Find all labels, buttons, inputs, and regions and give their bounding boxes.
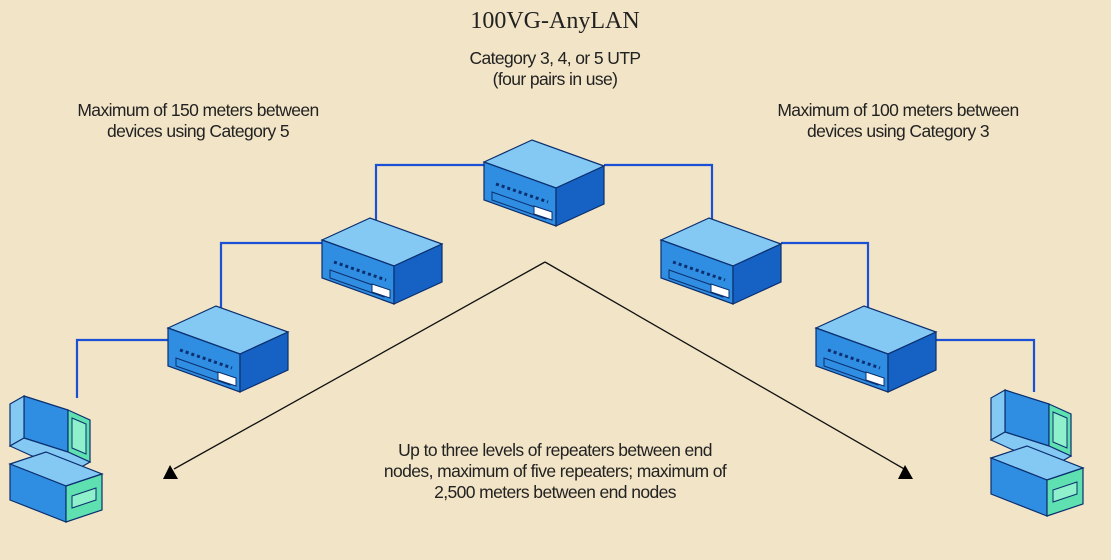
cable-left-l2 [219,241,322,312]
left-note-line: devices using Category 5 [106,121,290,141]
subtitle-line: (four pairs in use) [492,69,618,89]
bottom-note: Up to three levels of repeaters between … [285,440,825,503]
cable-right-pc [936,338,1036,392]
hub-icon [482,138,606,228]
right-note-line: devices using Category 3 [806,121,990,141]
hub-icon [166,304,290,394]
bottom-note-line: nodes, maximum of five repeaters; maximu… [383,461,727,481]
computer-icon [990,389,1084,517]
diagram-subtitle: Category 3, 4, or 5 UTP (four pairs in u… [380,48,730,90]
computer-icon [9,395,103,523]
cable-left-l1 [374,163,484,225]
span-line-left [173,261,546,470]
hub-icon [814,304,938,394]
cable-right-l1 [604,163,714,238]
cable-right-l2 [781,241,870,310]
span-line-right [544,261,907,471]
right-note-line: Maximum of 100 meters between [777,100,1019,120]
subtitle-line: Category 3, 4, or 5 UTP [469,48,641,68]
left-note-line: Maximum of 150 meters between [77,100,319,120]
hub-icon [659,216,783,306]
left-note: Maximum of 150 meters between devices us… [8,100,388,142]
right-note: Maximum of 100 meters between devices us… [708,100,1088,142]
arrowhead-icon [898,465,913,479]
bottom-note-line: Up to three levels of repeaters between … [398,440,712,460]
arrowhead-icon [163,465,178,479]
cable-left-pc [75,338,168,398]
diagram-title: 100VG-AnyLAN [470,8,640,34]
hub-icon [320,216,444,306]
bottom-note-line: 2,500 meters between end nodes [434,482,676,502]
